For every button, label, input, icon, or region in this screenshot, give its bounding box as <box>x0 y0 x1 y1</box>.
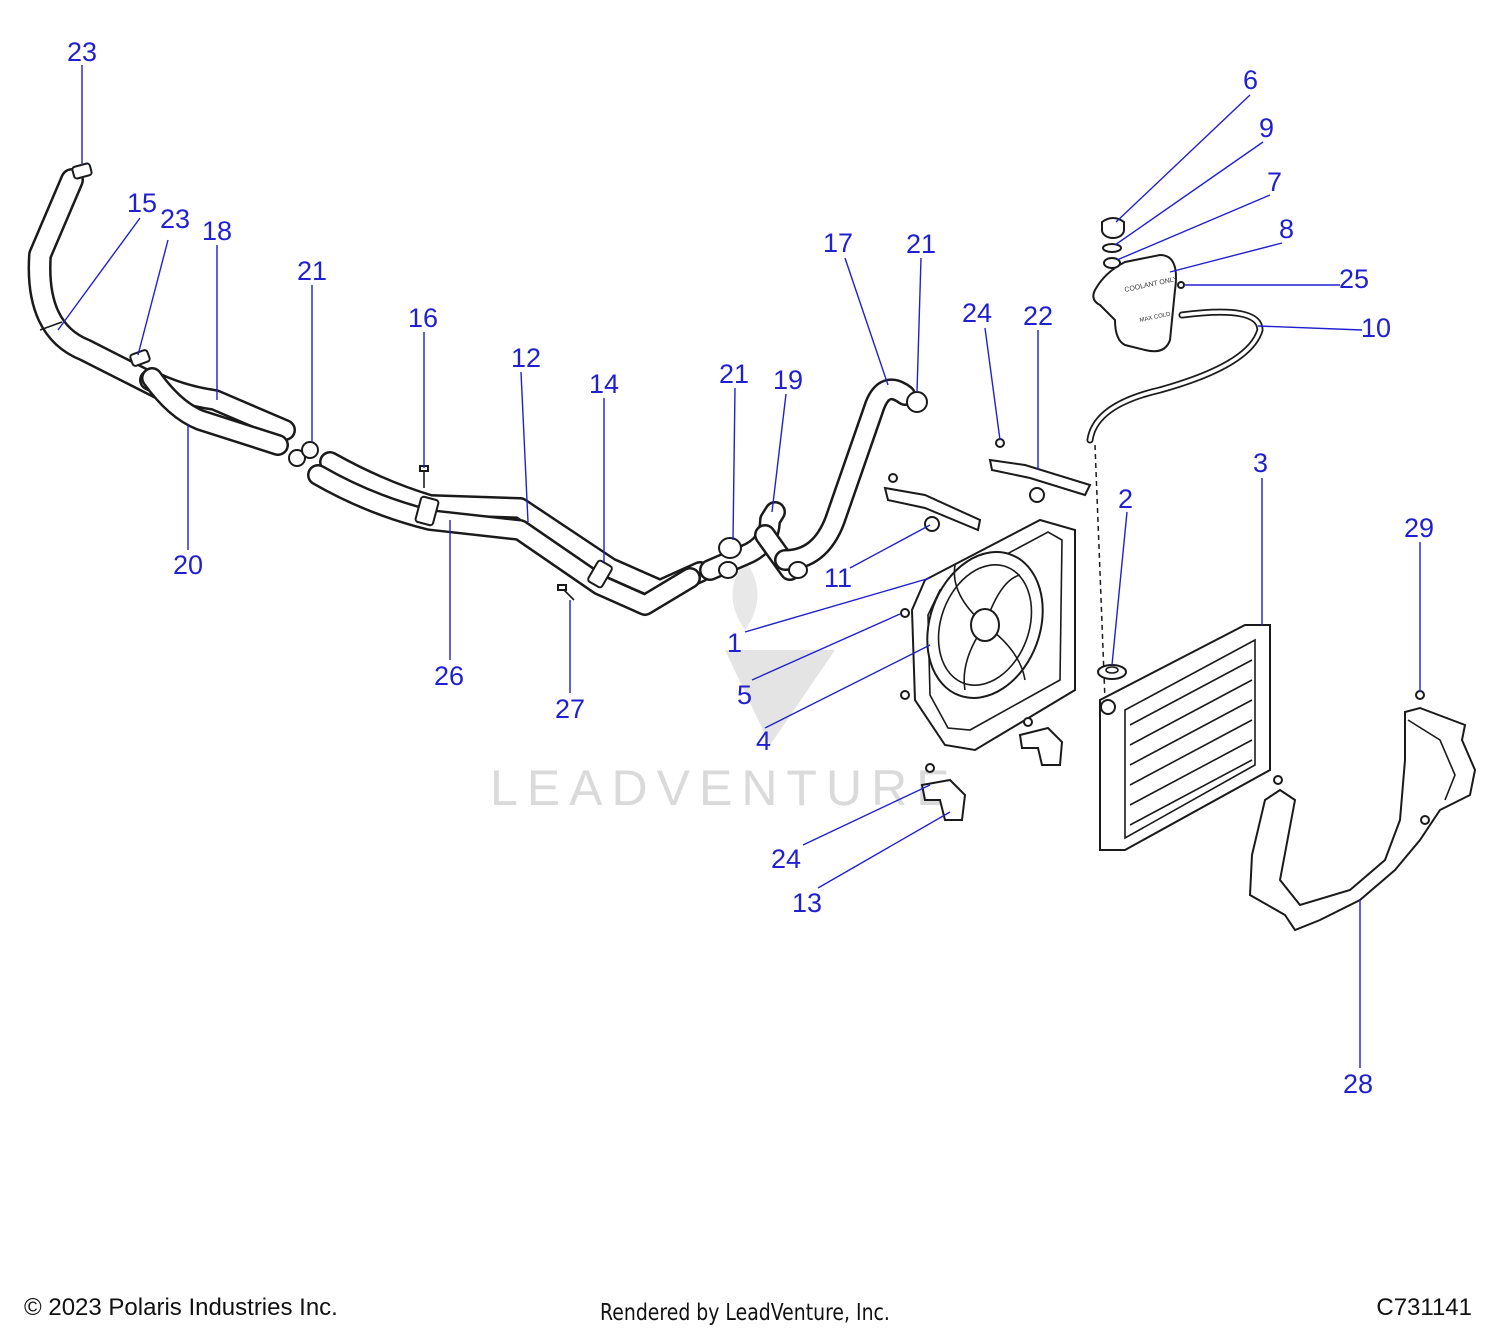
callout-11: 11 <box>824 563 852 593</box>
bolt-27[interactable] <box>557 584 575 601</box>
callout-21: 21 <box>906 229 936 259</box>
callout-20: 20 <box>173 550 203 580</box>
hose-12[interactable] <box>319 451 711 601</box>
callout-6: 6 <box>1243 65 1258 95</box>
reservoir-neck-7[interactable] <box>1103 257 1121 269</box>
watermark: LEADVENTURE <box>490 560 959 816</box>
hose-15[interactable] <box>27 168 172 400</box>
callout-7: 7 <box>1267 167 1282 197</box>
callout-23: 23 <box>67 37 97 67</box>
cooling-fan-4[interactable] <box>908 536 1063 715</box>
radiator-cap-2[interactable] <box>1097 664 1127 680</box>
hose-10[interactable] <box>1086 308 1264 701</box>
radiator-3[interactable] <box>1099 624 1271 851</box>
callout-24: 24 <box>771 844 801 874</box>
hose-26[interactable] <box>307 464 701 616</box>
callout-25: 25 <box>1339 264 1369 294</box>
coolant-reservoir-8[interactable]: COOLANT ONLY MAX COLD <box>1092 253 1179 353</box>
clamp-14[interactable] <box>587 559 613 589</box>
clamp-21-center[interactable] <box>718 537 742 579</box>
callout-21: 21 <box>719 359 749 389</box>
callout-10: 10 <box>1361 313 1391 343</box>
diagram-code: C731141 <box>1376 1294 1472 1321</box>
hose-17[interactable] <box>774 378 916 571</box>
callout-4: 4 <box>756 726 771 756</box>
callout-26: 26 <box>434 661 464 691</box>
screw-29[interactable] <box>1415 690 1425 700</box>
callout-15: 15 <box>127 188 157 218</box>
callout-22: 22 <box>1023 301 1053 331</box>
clamp-23-mid[interactable] <box>129 349 151 367</box>
reservoir-cap-6[interactable] <box>1101 217 1125 239</box>
bracket-22[interactable] <box>988 438 1092 503</box>
hose-20[interactable] <box>141 367 289 456</box>
callout-1: 1 <box>727 628 742 658</box>
leader-lines <box>57 65 1421 1068</box>
callout-27: 27 <box>555 694 585 724</box>
callout-5: 5 <box>737 680 752 710</box>
callout-9: 9 <box>1259 113 1274 143</box>
callout-2: 2 <box>1118 484 1133 514</box>
callout-3: 3 <box>1253 448 1268 478</box>
callout-18: 18 <box>202 216 232 246</box>
clamp-23-top[interactable] <box>71 162 93 180</box>
watermark-text: LEADVENTURE <box>490 760 959 816</box>
callout-labels: 23 15 23 18 21 16 12 14 21 19 17 21 20 2… <box>67 37 1434 1099</box>
callout-17: 17 <box>823 228 853 258</box>
copyright-text: © 2023 Polaris Industries Inc. <box>24 1294 338 1321</box>
rendered-by-text: Rendered by LeadVenture, Inc. <box>600 1300 890 1326</box>
callout-12: 12 <box>511 343 541 373</box>
callout-23: 23 <box>160 204 190 234</box>
screw-25[interactable] <box>1177 281 1185 289</box>
callout-13: 13 <box>792 888 822 918</box>
reservoir-seal-9[interactable] <box>1102 243 1122 253</box>
bracket-clamp-12-26[interactable] <box>414 495 440 527</box>
callout-14: 14 <box>589 369 619 399</box>
callout-28: 28 <box>1343 1069 1373 1099</box>
mount-bracket-24-13[interactable] <box>920 717 1064 821</box>
shield-28[interactable] <box>1248 706 1477 932</box>
callout-24: 24 <box>962 298 992 328</box>
callout-16: 16 <box>408 303 438 333</box>
callout-19: 19 <box>773 365 803 395</box>
clamp-21-left[interactable] <box>288 441 319 467</box>
fan-nut-5[interactable] <box>900 608 910 700</box>
callout-29: 29 <box>1404 513 1434 543</box>
callout-21: 21 <box>297 256 327 286</box>
bracket-11[interactable] <box>883 473 982 532</box>
bolt-16[interactable] <box>419 465 429 488</box>
callout-8: 8 <box>1279 214 1294 244</box>
